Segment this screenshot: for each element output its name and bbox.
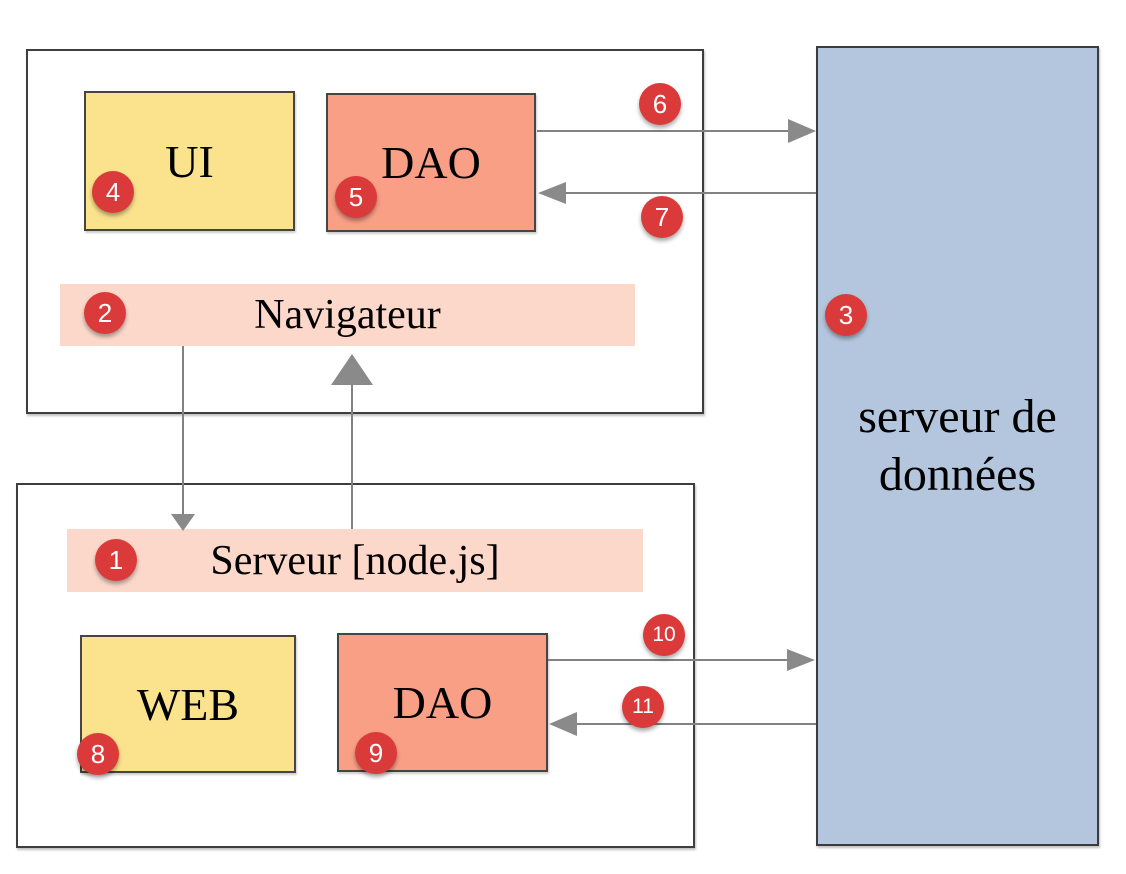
badge-navigateur: 2: [84, 292, 126, 334]
badge-ui: 4: [92, 171, 134, 213]
badge-arrow-db-to-server-dao: 11: [622, 686, 664, 728]
ui-box: UI: [84, 91, 295, 231]
db-server-label-line1: serveur de: [858, 390, 1057, 443]
web-box-label: WEB: [136, 678, 240, 730]
db-server-box: serveur de données: [816, 46, 1099, 846]
dao-server-label: DAO: [392, 677, 493, 728]
badge-web: 8: [77, 733, 119, 775]
serveur-node-bar: Serveur [node.js]: [67, 529, 643, 592]
ui-box-label: UI: [165, 135, 214, 187]
badge-arrow-db-to-client-dao: 7: [641, 196, 683, 238]
badge-dao-client: 5: [335, 176, 377, 218]
badge-serveur-node: 1: [95, 539, 137, 581]
badge-arrow-server-dao-to-db: 10: [643, 614, 685, 656]
navigateur-label: Navigateur: [254, 292, 441, 338]
badge-dao-server: 9: [355, 732, 397, 774]
dao-client-label: DAO: [381, 137, 481, 188]
db-server-label-line2: données: [878, 448, 1037, 501]
badge-db-server: 3: [825, 294, 867, 336]
serveur-node-label: Serveur [node.js]: [210, 537, 500, 584]
badge-arrow-client-dao-to-db: 6: [639, 83, 681, 125]
navigateur-bar: Navigateur: [60, 284, 635, 346]
